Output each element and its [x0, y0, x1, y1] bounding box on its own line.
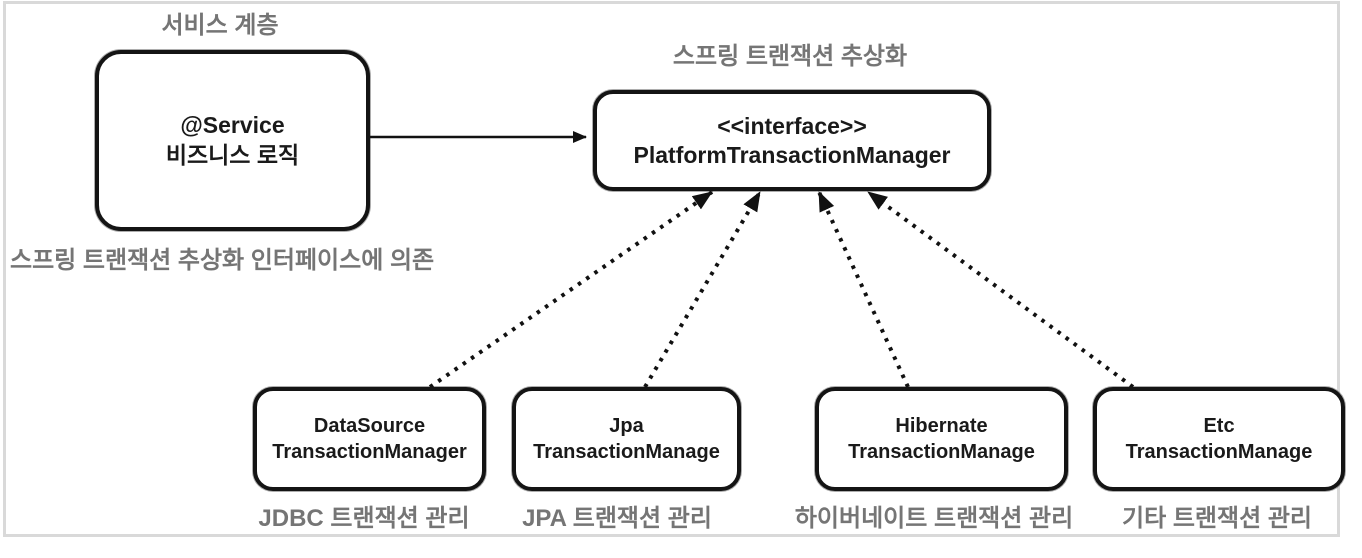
impl-name-line2: TransactionManage: [533, 441, 720, 463]
hibernate-transaction-manager-box: Hibernate TransactionManage: [815, 387, 1068, 491]
service-annotation: @Service: [180, 111, 285, 138]
etc-transaction-manager-box: Etc TransactionManage: [1093, 387, 1345, 491]
jdbc-caption: JDBC 트랜잭션 관리: [258, 505, 470, 532]
service-box: @Service 비즈니스 로직: [95, 50, 370, 231]
impl-name-line1: Etc: [1203, 415, 1235, 437]
interface-stereotype: <<interface>>: [717, 112, 867, 139]
dependency-note-label: 스프링 트랜잭션 추상화 인터페이스에 의존: [10, 247, 435, 274]
impl-name-line2: TransactionManager: [272, 441, 467, 463]
jpa-caption: JPA 트랜잭션 관리: [522, 505, 712, 532]
service-layer-label: 서비스 계층: [161, 12, 279, 39]
service-description: 비즈니스 로직: [165, 141, 300, 168]
datasource-transaction-manager-box: DataSource TransactionManager: [253, 387, 486, 491]
abstraction-label: 스프링 트랜잭션 추상화: [672, 43, 908, 70]
impl-name-line2: TransactionManage: [1125, 441, 1313, 463]
impl-name-line2: TransactionManage: [848, 441, 1035, 463]
impl-name-line1: Hibernate: [895, 415, 988, 437]
impl-name-line1: Jpa: [609, 415, 644, 437]
hibernate-caption: 하이버네이트 트랜잭션 관리: [794, 505, 1074, 532]
etc-caption: 기타 트랜잭션 관리: [1122, 505, 1312, 532]
impl-name-line1: DataSource: [313, 415, 426, 437]
platform-transaction-manager-box: <<interface>> PlatformTransactionManager: [593, 90, 991, 191]
jpa-transaction-manager-box: Jpa TransactionManage: [512, 387, 741, 491]
interface-name: PlatformTransactionManager: [633, 141, 951, 168]
